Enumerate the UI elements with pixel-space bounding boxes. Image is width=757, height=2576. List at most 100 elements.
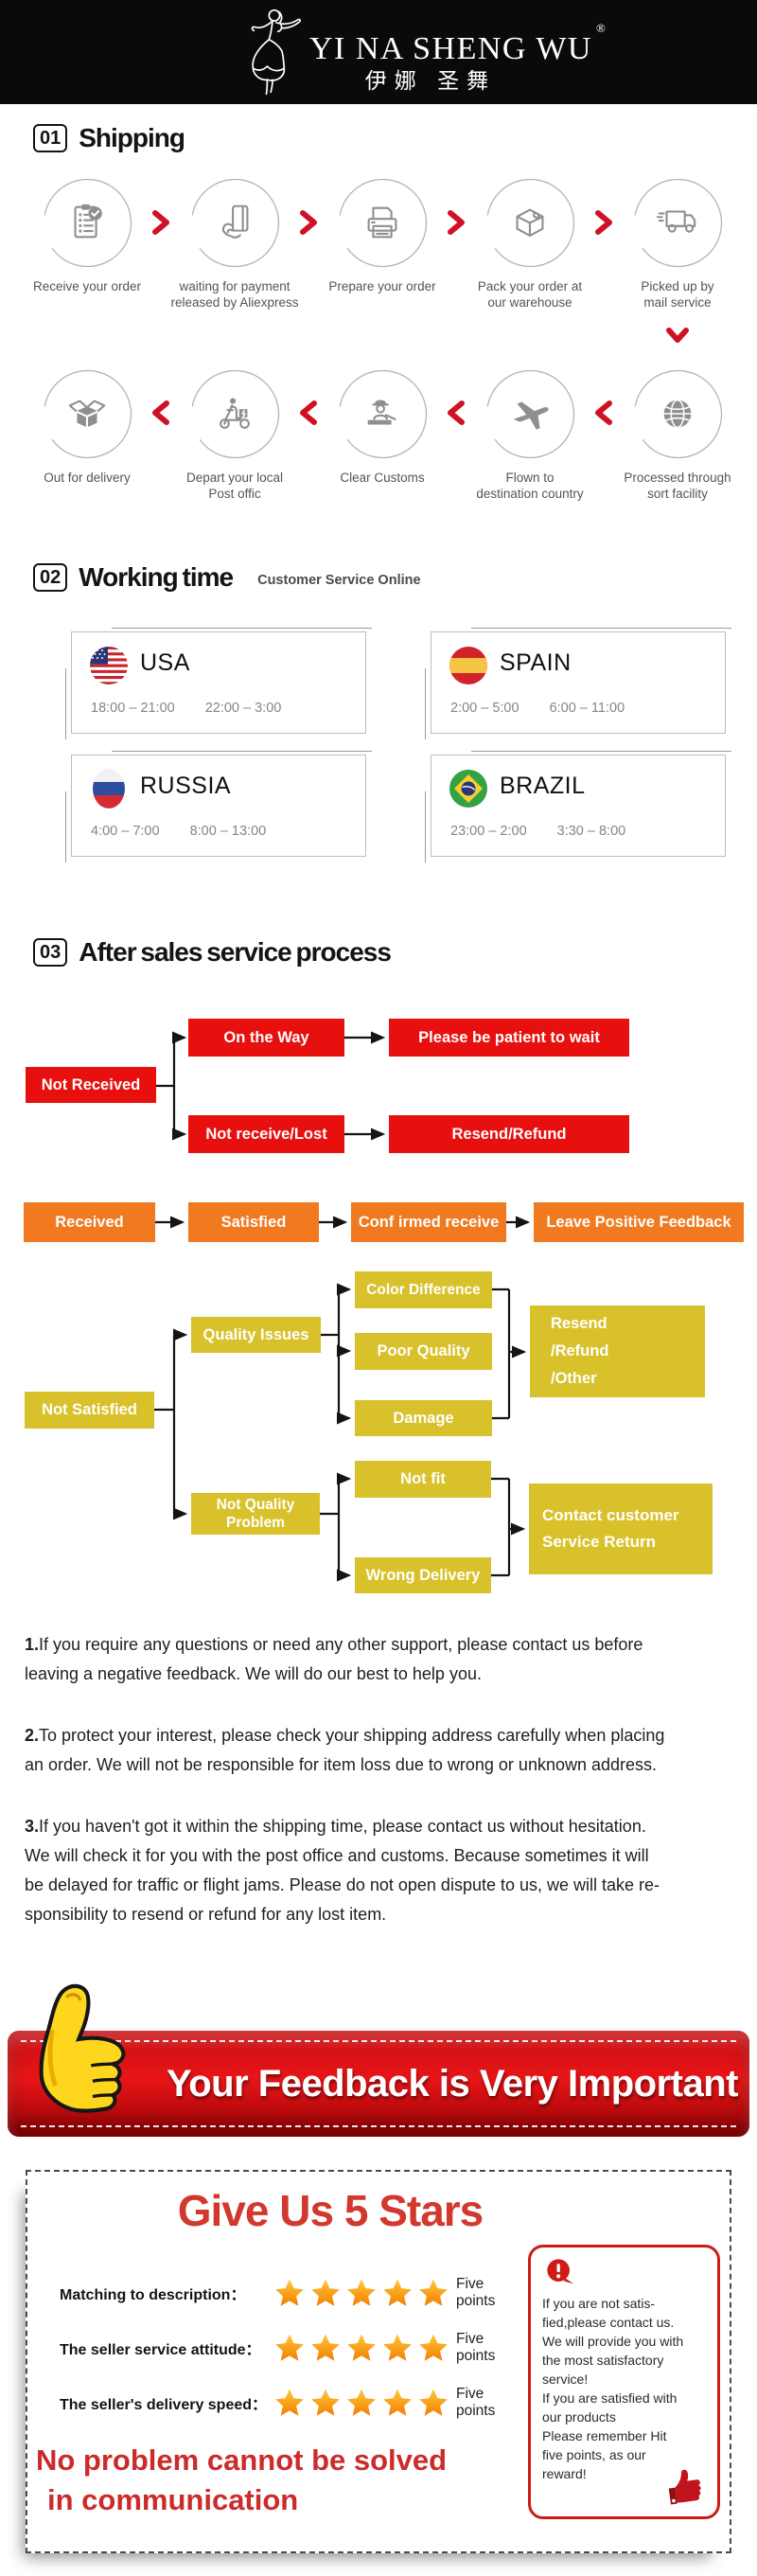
note-number: 1. [25, 1635, 40, 1654]
shipping-step: Flown to destination country [459, 369, 601, 502]
flow-not-quality-problem: Not Quality Problem [191, 1493, 320, 1535]
arrow-left-icon [595, 400, 612, 425]
rating-row-description: Matching to description： Five points [26, 2276, 518, 2310]
rating-points: Five points [456, 2331, 496, 2364]
flow-confirmed-receive: Conf irmed receive [351, 1202, 506, 1242]
open-box-icon [68, 400, 105, 429]
five-stars-icon [273, 2387, 449, 2419]
arrow-left-icon [152, 400, 169, 425]
note-paragraph-2: 2.To protect your interest, please check… [25, 1721, 755, 1780]
usa-flag-icon [90, 647, 128, 684]
feedback-banner-text: Your Feedback is Very Important [167, 2062, 738, 2105]
arrow-right-icon [300, 210, 317, 235]
exclamation-icon [547, 2259, 574, 2284]
note-text: If you require any questions or need any… [25, 1635, 643, 1683]
shipping-step: Processed through sort facility [607, 369, 748, 502]
slogan-line-2: in communication [47, 2483, 299, 2516]
flow-leave-positive-feedback: Leave Positive Feedback [534, 1202, 744, 1242]
flow-on-the-way: On the Way [188, 1019, 344, 1057]
delivery-truck-icon [656, 210, 695, 233]
dancer-logo-icon [251, 9, 301, 96]
shipping-step: Depart your local Post offic [164, 369, 306, 502]
working-time-section-title: 02 Working time Customer Service Online [33, 562, 421, 593]
country-name: BRAZIL [500, 773, 586, 799]
rating-label: The seller's delivery speed： [60, 2397, 268, 2413]
rating-points: Five points [456, 2276, 496, 2309]
shipping-step-label: Out for delivery [44, 471, 131, 485]
flow-quality-issues: Quality Issues [191, 1317, 321, 1353]
section-title-text: After sales service process [79, 937, 392, 967]
seller-notes: 1.If you require any questions or need a… [25, 1630, 755, 1962]
flow-not-fit: Not fit [355, 1461, 491, 1498]
printer-icon [367, 206, 396, 239]
russia-flag-icon [93, 769, 125, 808]
after-sales-flowchart: Not Received On the Way Please be patien… [0, 994, 757, 1609]
note-number: 3. [25, 1817, 40, 1836]
note-number: 2. [25, 1726, 40, 1745]
flow-satisfied: Satisfied [188, 1202, 319, 1242]
flow-not-receive-lost: Not receive/Lost [188, 1115, 344, 1153]
five-stars-icon [273, 2277, 449, 2309]
flow-received: Received [24, 1202, 155, 1242]
customs-officer-icon [367, 400, 396, 425]
order-checklist-icon [73, 204, 102, 239]
feedback-banner: Your Feedback is Very Important [8, 2031, 749, 2137]
section-number: 02 [33, 563, 68, 592]
thumbs-up-small-icon [668, 2469, 701, 2505]
brand-name-chinese: 伊娜 圣舞 [364, 68, 497, 93]
shipping-step: Clear Customs [311, 369, 453, 486]
airplane-icon [513, 401, 549, 430]
shipping-step: Pack your order at our warehouse [459, 178, 601, 311]
flow-resend-refund: Resend/Refund [389, 1115, 629, 1153]
shipping-step-label: waiting for payment released by Aliexpre… [170, 279, 299, 310]
arrow-left-icon [300, 400, 317, 425]
shipping-step-label: Receive your order [32, 279, 142, 293]
shipping-step-label: Prepare your order [328, 279, 436, 293]
section-number: 03 [33, 938, 68, 967]
arrow-right-icon [448, 210, 465, 235]
section-title-text: Working time [79, 562, 234, 592]
satisfaction-note-text: If you are not satis- fied,please contac… [542, 2296, 684, 2481]
flow-not-satisfied: Not Satisfied [25, 1392, 154, 1429]
flow-damage: Damage [355, 1400, 492, 1436]
shipping-step: Out for delivery [16, 369, 158, 486]
header: YI NA SHENG WU® 伊娜 圣舞 [0, 0, 757, 104]
rating-label: The seller service attitude： [60, 2342, 261, 2358]
rating-slogan: No problem cannot be solved in communica… [36, 2441, 447, 2520]
payment-card-icon [221, 204, 248, 239]
arrow-down-icon [666, 328, 689, 343]
shipping-step-label: Pack your order at our warehouse [477, 279, 583, 310]
shipping-step-label: Processed through sort facility [624, 471, 731, 501]
shipping-step: Prepare your order [311, 178, 453, 294]
slogan-line-1: No problem cannot be solved [36, 2443, 448, 2477]
arrow-left-icon [448, 400, 465, 425]
flow-color-difference: Color Difference [355, 1271, 492, 1308]
country-name: USA [140, 649, 190, 676]
rating-row-speed: The seller's delivery speed： Five points [26, 2386, 518, 2420]
brazil-flag-icon [449, 770, 487, 808]
spain-flag-icon [449, 647, 487, 684]
flow-wrong-delivery: Wrong Delivery [355, 1557, 491, 1593]
flow-not-received: Not Received [26, 1067, 156, 1103]
note-paragraph-3: 3.If you haven't got it within the shipp… [25, 1812, 755, 1929]
five-stars-icon [273, 2332, 449, 2364]
package-box-icon [516, 208, 543, 237]
rating-points: Five points [456, 2386, 496, 2419]
shipping-step-label: Clear Customs [340, 471, 425, 485]
section-subtitle: Customer Service Online [257, 573, 421, 588]
note-text: To protect your interest, please check y… [25, 1726, 665, 1774]
arrow-right-icon [152, 210, 169, 235]
registered-mark: ® [595, 21, 607, 35]
scooter-icon [219, 398, 250, 429]
section-title-text: Shipping [79, 123, 185, 152]
rating-row-attitude: The seller service attitude： Five points [26, 2331, 518, 2365]
rating-title: Give Us 5 Stars [177, 2186, 484, 2235]
shipping-step-label: Flown to destination country [476, 471, 584, 501]
